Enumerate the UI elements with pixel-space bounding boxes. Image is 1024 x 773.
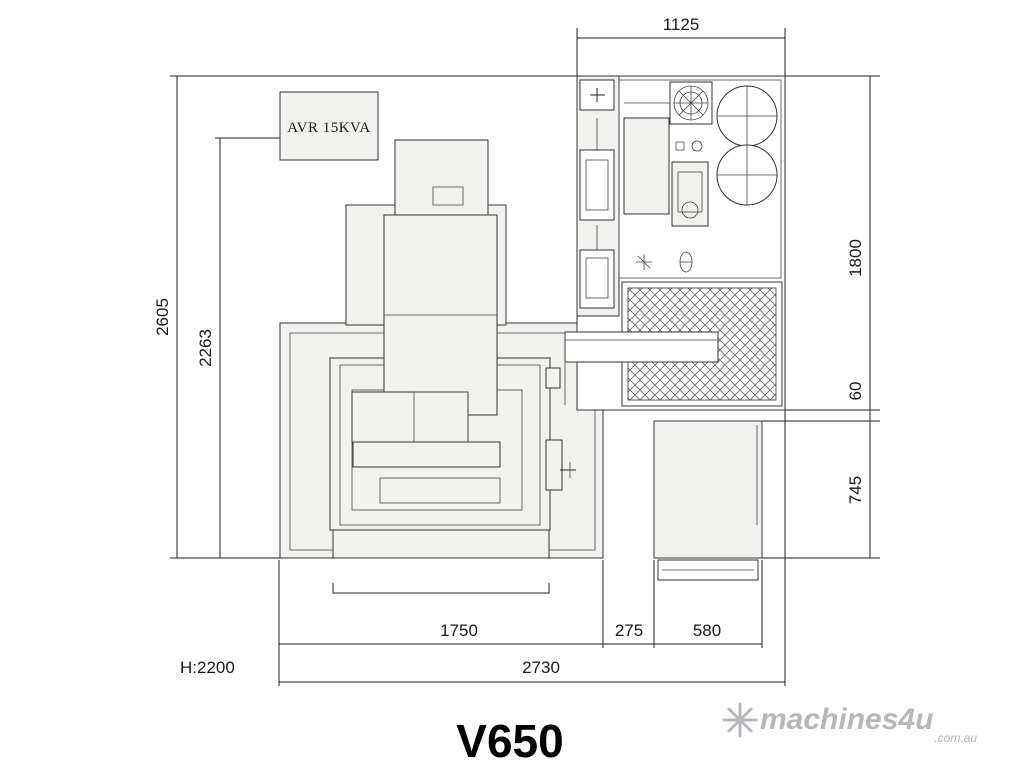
dim-tank-width: 580 <box>693 621 721 640</box>
coolant-tank <box>653 420 763 581</box>
dim-overall-width: 2730 <box>522 658 560 677</box>
logo-name: machines4u <box>760 703 933 736</box>
dim-machine-depth: 2263 <box>196 329 215 367</box>
dim-gap: 60 <box>846 382 865 401</box>
dim-top-width: 1125 <box>663 15 700 34</box>
dimension-lines <box>170 28 880 686</box>
avr-unit: AVR 15KVA <box>279 91 379 161</box>
height-note: H:2200 <box>180 658 235 677</box>
avr-label: AVR 15KVA <box>287 120 371 136</box>
dim-cabinet-depth: 1800 <box>846 239 865 277</box>
logo-domain: .com.au <box>934 731 977 745</box>
dim-tank-depth: 745 <box>846 476 865 504</box>
dim-overall-depth: 2605 <box>153 298 172 336</box>
control-cabinet <box>564 75 786 411</box>
dim-spacing: 275 <box>615 621 643 640</box>
model-title: V650 <box>456 715 563 767</box>
main-machine <box>279 139 604 594</box>
star-logo-icon <box>722 702 758 738</box>
machines4u-logo: machines4u .com.au <box>722 702 977 745</box>
dim-machine-width: 1750 <box>440 621 478 640</box>
